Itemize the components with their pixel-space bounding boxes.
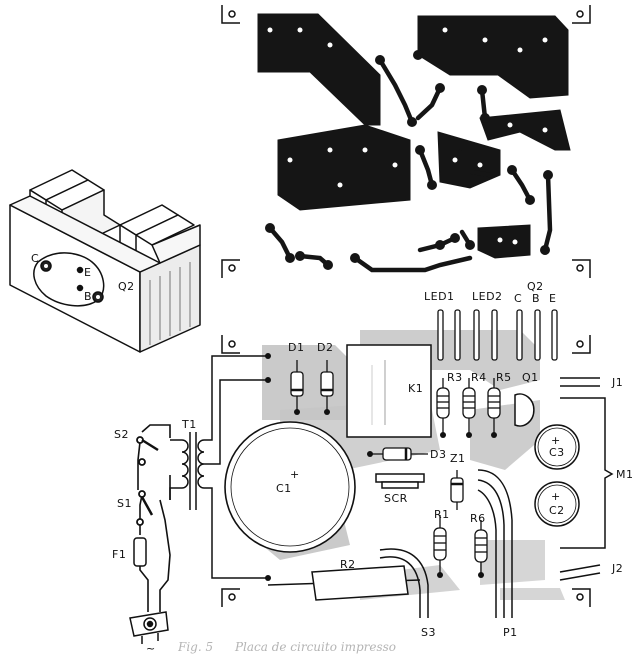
relay-k1-label: K1 xyxy=(408,382,423,395)
copper-pad-topright xyxy=(417,15,569,99)
diode-d2 xyxy=(320,360,334,412)
r6-label: R6 xyxy=(470,512,486,525)
heatsink-drawing xyxy=(9,169,201,353)
drill-holes-top xyxy=(267,27,548,245)
j2-label: J2 xyxy=(611,562,623,575)
p1-label: P1 xyxy=(503,626,518,639)
resistor-r2-label: R2 xyxy=(340,558,356,571)
fuse-f1-label: F1 xyxy=(112,548,126,561)
pcb-copper-side xyxy=(221,5,591,278)
led1-label: LED1 xyxy=(424,290,455,303)
zener-z1-label: Z1 xyxy=(450,452,466,465)
transformer-t1-label: T1 xyxy=(181,418,197,431)
q1-label: Q1 xyxy=(522,371,539,384)
solder-pads-bottom xyxy=(265,353,497,581)
heatsink-q2-label: Q2 xyxy=(118,280,135,293)
q2-pin-b-label: B xyxy=(84,290,92,303)
capacitors-small xyxy=(534,424,580,527)
transformer-t1 xyxy=(169,355,268,579)
q2-c-label: C xyxy=(514,292,522,305)
capacitor-c1-polarity: + xyxy=(290,468,300,481)
copper-pad-lowercenter xyxy=(477,224,531,259)
diode-d3-label: D3 xyxy=(430,448,446,461)
copper-pad-rightmid xyxy=(479,109,571,151)
s3-label: S3 xyxy=(421,626,436,639)
q2-e-label: E xyxy=(549,292,556,305)
diode-d1-label: D1 xyxy=(288,341,304,354)
j1-label: J1 xyxy=(611,376,623,389)
figure-title: Placa de circuito impresso xyxy=(234,640,397,654)
scr-label: SCR xyxy=(384,492,408,505)
corner-marks-top xyxy=(221,5,591,278)
r1-label: R1 xyxy=(434,508,450,521)
diode-d1 xyxy=(290,360,304,412)
q2-header-label: Q2 xyxy=(527,280,544,293)
switch-s1 xyxy=(136,490,154,526)
capacitor-c2-polarity: + xyxy=(551,490,561,503)
fuse-f1 xyxy=(133,537,147,567)
figure-caption: Fig. 5 Placa de circuito impresso xyxy=(178,640,478,656)
capacitor-c1-label: C1 xyxy=(276,482,292,495)
copper-pad-middle xyxy=(437,131,501,189)
capacitor-c3-label: C3 xyxy=(549,446,565,459)
diode-d2-label: D2 xyxy=(317,341,333,354)
resistor-r2 xyxy=(267,565,421,601)
relay-k1 xyxy=(346,344,432,438)
heatsink-labels: C E B Q2 xyxy=(31,252,135,303)
jack-wires xyxy=(559,377,614,581)
capacitor-c2-label: C2 xyxy=(549,504,565,517)
corner-marks-bottom xyxy=(221,335,591,607)
copper-pad-leftmid xyxy=(277,124,411,211)
r5-label: R5 xyxy=(496,371,512,384)
led2-label: LED2 xyxy=(472,290,503,303)
switch-s2 xyxy=(136,436,159,466)
copper-traces xyxy=(257,13,571,273)
r4-label: R4 xyxy=(471,371,487,384)
mains-plug xyxy=(129,611,169,644)
q2-pin-c-label: C xyxy=(31,252,39,265)
resistors-lower xyxy=(433,515,488,575)
zener-z1 xyxy=(450,470,464,510)
scr xyxy=(375,473,425,489)
pcb-component-side: ~ F1 S1 S2 T1 xyxy=(112,280,634,655)
capacitor-c3-polarity: + xyxy=(551,434,561,447)
solder-pads-top xyxy=(265,50,553,270)
copper-pad-topleft xyxy=(257,13,381,126)
q2-pin-e-label: E xyxy=(84,266,91,279)
diode-d3 xyxy=(370,447,428,461)
m1-label: M1 xyxy=(616,468,634,481)
s3-p1-wires xyxy=(379,469,513,618)
q2-b-label: B xyxy=(532,292,540,305)
capacitor-c1 xyxy=(224,421,356,553)
transistor-q1 xyxy=(514,393,535,427)
switch-s2-label: S2 xyxy=(114,428,129,441)
switch-s1-label: S1 xyxy=(117,497,132,510)
figure-number: Fig. 5 xyxy=(178,640,214,654)
r3-label: R3 xyxy=(447,371,463,384)
resistors-upper xyxy=(436,378,501,435)
ac-symbol: ~ xyxy=(146,642,156,655)
header-pins xyxy=(437,309,558,361)
mains-wiring xyxy=(137,424,171,612)
